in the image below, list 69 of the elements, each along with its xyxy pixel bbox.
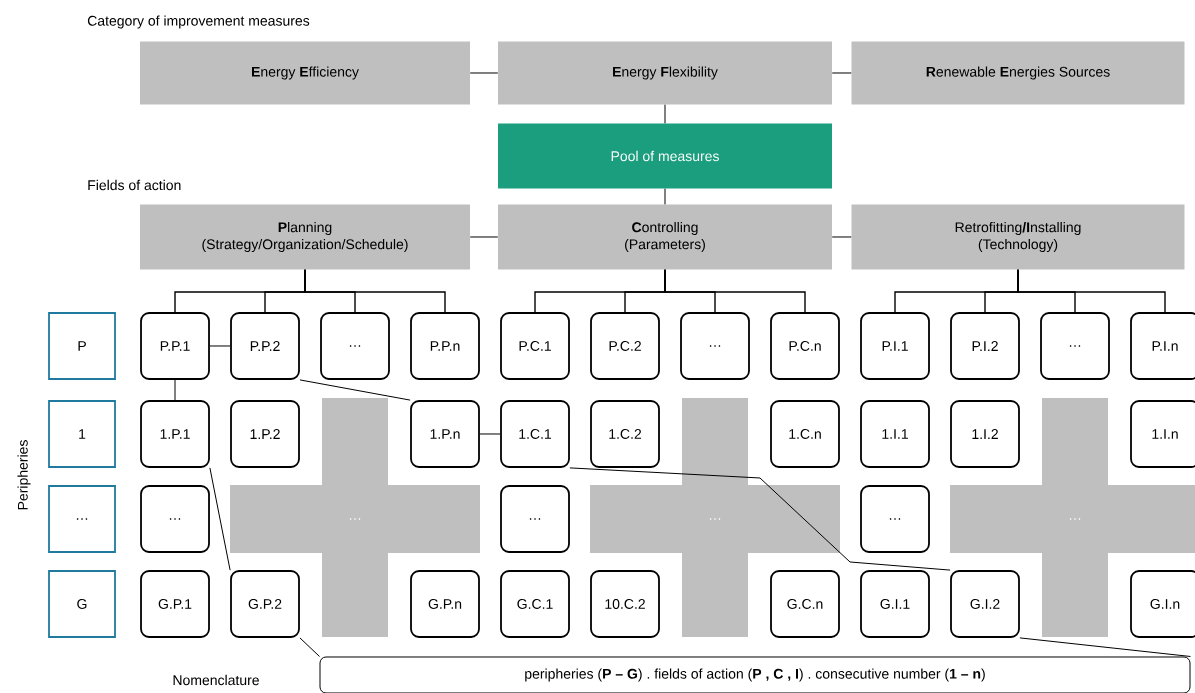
periphery-box: G bbox=[48, 570, 116, 638]
measure-box: P.I.n bbox=[1130, 312, 1195, 380]
measure-box: G.C.1 bbox=[500, 570, 570, 638]
node-text: … bbox=[709, 518, 721, 520]
node-text: … bbox=[349, 518, 361, 520]
measure-box: 1.C.2 bbox=[590, 400, 660, 468]
measure-box: G.P.1 bbox=[140, 570, 210, 638]
measure-box: P.I.1 bbox=[860, 312, 930, 380]
measure-box: G.I.1 bbox=[860, 570, 930, 638]
measure-box: P.I.2 bbox=[950, 312, 1020, 380]
periphery-box: 1 bbox=[48, 400, 116, 468]
pool-box: Pool of measures bbox=[498, 123, 832, 189]
measure-box: 1.I.2 bbox=[950, 400, 1020, 468]
measure-box: P.C.n bbox=[770, 312, 840, 380]
connector-line bbox=[209, 467, 231, 571]
connector-line bbox=[299, 379, 411, 401]
measure-box: 1.P.n bbox=[410, 400, 480, 468]
connector-line bbox=[1017, 269, 1166, 313]
section-heading: Fields of action bbox=[88, 179, 181, 191]
measure-box: P.C.1 bbox=[500, 312, 570, 380]
category-box: Renewable Energies Sources bbox=[851, 41, 1185, 105]
measure-box: P.C.2 bbox=[590, 312, 660, 380]
node-text: … bbox=[1069, 518, 1081, 520]
measure-box: 1.C.1 bbox=[500, 400, 570, 468]
section-heading: Category of improvement measures bbox=[87, 15, 310, 29]
measure-box: G.I.2 bbox=[950, 570, 1020, 638]
measure-box: … bbox=[860, 485, 930, 553]
connector-line bbox=[469, 236, 499, 238]
measure-box: … bbox=[320, 312, 390, 380]
section-heading: Nomenclature bbox=[173, 674, 259, 686]
measure-box: 1.C.n bbox=[770, 400, 840, 468]
measure-box: 1.I.1 bbox=[860, 400, 930, 468]
connector-line bbox=[664, 188, 666, 205]
connector-line bbox=[304, 269, 446, 313]
periphery-box: P bbox=[48, 312, 116, 380]
measure-box: … bbox=[1040, 312, 1110, 380]
connector-line bbox=[664, 269, 806, 313]
connector-line bbox=[299, 637, 320, 657]
measure-box: … bbox=[680, 312, 750, 380]
connector-line bbox=[1019, 637, 1191, 657]
connector-line bbox=[209, 345, 231, 347]
field-box: Retrofitting/Installing (Technology) bbox=[851, 204, 1185, 270]
measure-box: … bbox=[140, 485, 210, 553]
connector-line bbox=[479, 433, 501, 435]
connector-line bbox=[664, 104, 666, 124]
category-box: Energy Efficiency bbox=[140, 41, 470, 105]
measure-box: G.P.2 bbox=[230, 570, 300, 638]
measure-box: … bbox=[500, 485, 570, 553]
measure-box: P.P.1 bbox=[140, 312, 210, 380]
measure-box: G.C.n bbox=[770, 570, 840, 638]
connector-line bbox=[831, 72, 852, 74]
measure-box: G.P.n bbox=[410, 570, 480, 638]
measure-box: 1.P.1 bbox=[140, 400, 210, 468]
measure-box: 1.I.n bbox=[1130, 400, 1195, 468]
connector-line bbox=[831, 236, 852, 238]
measure-box: P.P.n bbox=[410, 312, 480, 380]
field-box: Controlling (Parameters) bbox=[498, 204, 832, 270]
nomenclature-box: peripheries (P – G) . fields of action (P , C , I) . consecutive number (1 – n) bbox=[319, 656, 1191, 693]
measure-box: P.P.2 bbox=[230, 312, 300, 380]
measure-box: G.I.n bbox=[1130, 570, 1195, 638]
connector-line bbox=[469, 72, 499, 74]
periphery-box: … bbox=[48, 485, 116, 553]
connector-line bbox=[569, 467, 951, 571]
connector-line bbox=[174, 379, 176, 401]
measure-box: 1.P.2 bbox=[230, 400, 300, 468]
category-box: Energy Flexibility bbox=[498, 41, 832, 105]
axis-title: Peripheries bbox=[17, 440, 31, 510]
field-box: Planning (Strategy/Organization/Schedule) bbox=[140, 204, 470, 270]
measure-box: 10.C.2 bbox=[590, 570, 660, 638]
